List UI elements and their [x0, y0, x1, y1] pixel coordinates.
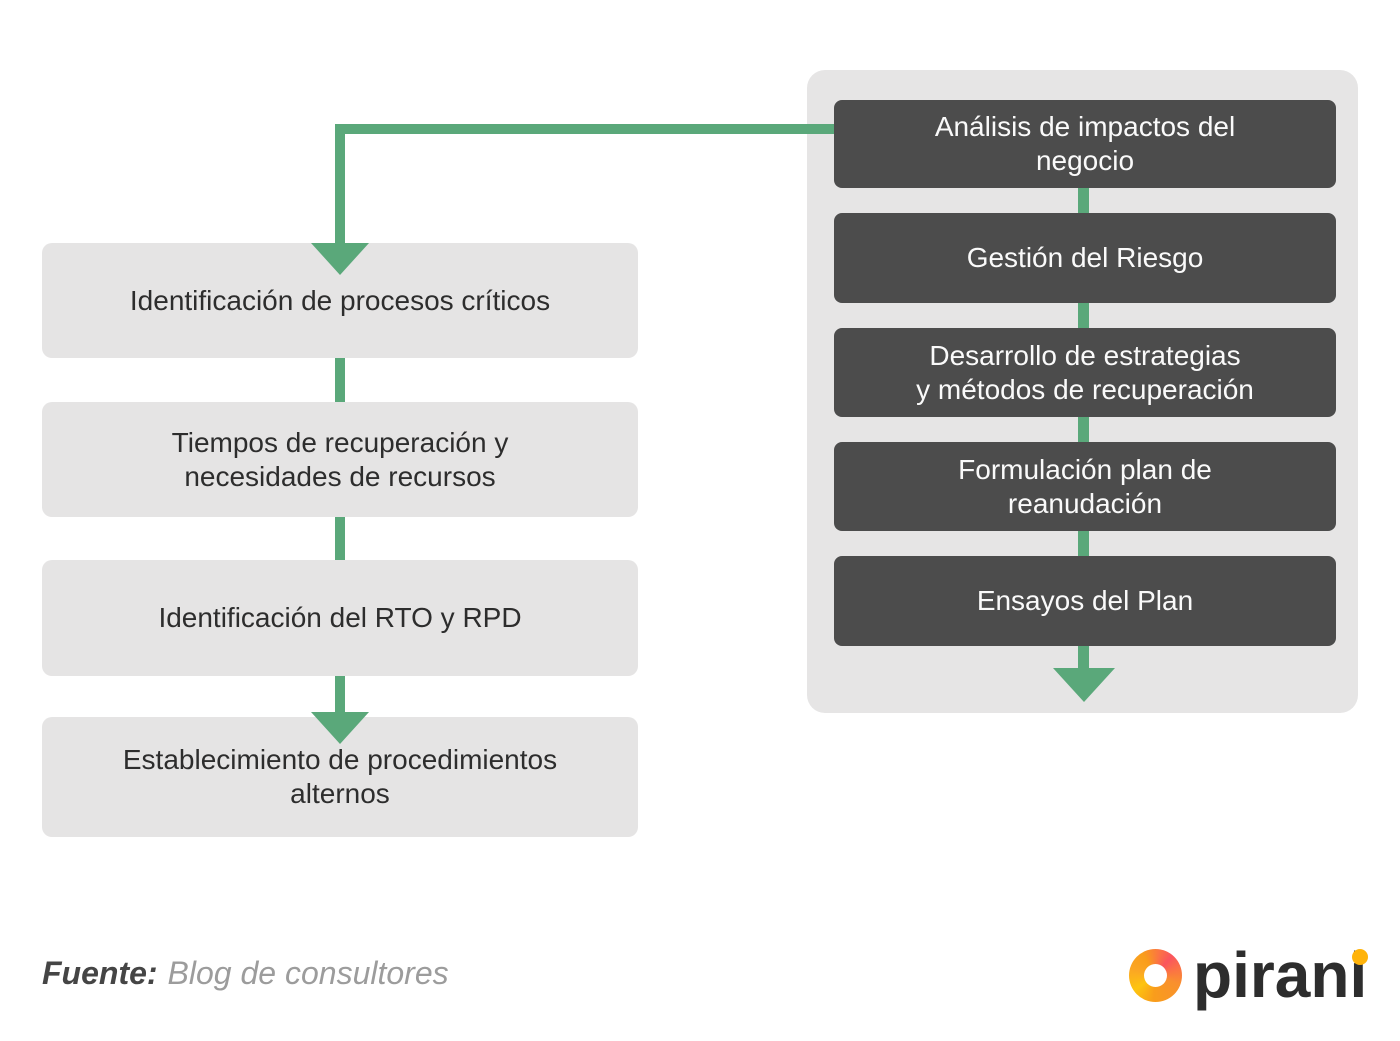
pirani-wordmark: pirani [1193, 939, 1369, 1011]
connector-right-2-3 [1078, 300, 1089, 331]
connector-right-exit [1078, 640, 1089, 672]
step-box-tiempos-recuperacion: Tiempos de recuperación y necesidades de… [42, 402, 638, 517]
arrow-down-icon [311, 243, 369, 275]
step-label: Análisis de impactos del negocio [934, 111, 1236, 176]
connector-right-4-5 [1078, 528, 1089, 559]
arrow-down-icon [311, 712, 369, 744]
connector-top-vertical [335, 124, 345, 246]
pirani-i-dot-icon [1352, 949, 1369, 965]
step-box-analisis-impactos: Análisis de impactos del negocio [834, 100, 1336, 188]
step-box-desarrollo-estrategias: Desarrollo de estrategias y métodos de r… [834, 328, 1336, 417]
step-label: Formulación plan de reanudación [958, 453, 1212, 519]
connector-top-horizontal [335, 124, 835, 134]
step-label: Identificación del RTO y RPD [158, 602, 522, 633]
arrow-down-icon [1053, 668, 1115, 702]
step-box-ensayos-plan: Ensayos del Plan [834, 556, 1336, 646]
step-box-procedimientos-alternos: Establecimiento de procedimientos altern… [42, 717, 638, 837]
connector-left-3-4 [335, 676, 345, 716]
step-label: Gestión del Riesgo [966, 242, 1204, 273]
connector-left-2-3 [335, 517, 345, 562]
step-label: Tiempos de recuperación y necesidades de… [171, 426, 509, 492]
pirani-logo: pirani [1129, 938, 1369, 1013]
step-label: Desarrollo de estrategias y métodos de r… [916, 339, 1254, 405]
step-label: Identificación de procesos críticos [129, 284, 551, 316]
source-value: Blog de consultores [167, 955, 449, 991]
step-box-rto-rpd: Identificación del RTO y RPD [42, 560, 638, 676]
connector-left-1-2 [335, 358, 345, 404]
pirani-ring-icon [1129, 949, 1182, 1002]
step-label: Establecimiento de procedimientos altern… [122, 744, 558, 809]
step-label: Ensayos del Plan [976, 585, 1194, 616]
step-box-formulacion-plan: Formulación plan de reanudación [834, 442, 1336, 531]
connector-right-3-4 [1078, 414, 1089, 445]
pirani-ring-hole [1144, 964, 1167, 987]
source-label: Fuente: [42, 955, 158, 991]
step-box-gestion-riesgo: Gestión del Riesgo [834, 213, 1336, 303]
connector-right-1-2 [1078, 185, 1089, 216]
source-caption: Fuente:Blog de consultores [42, 955, 449, 992]
